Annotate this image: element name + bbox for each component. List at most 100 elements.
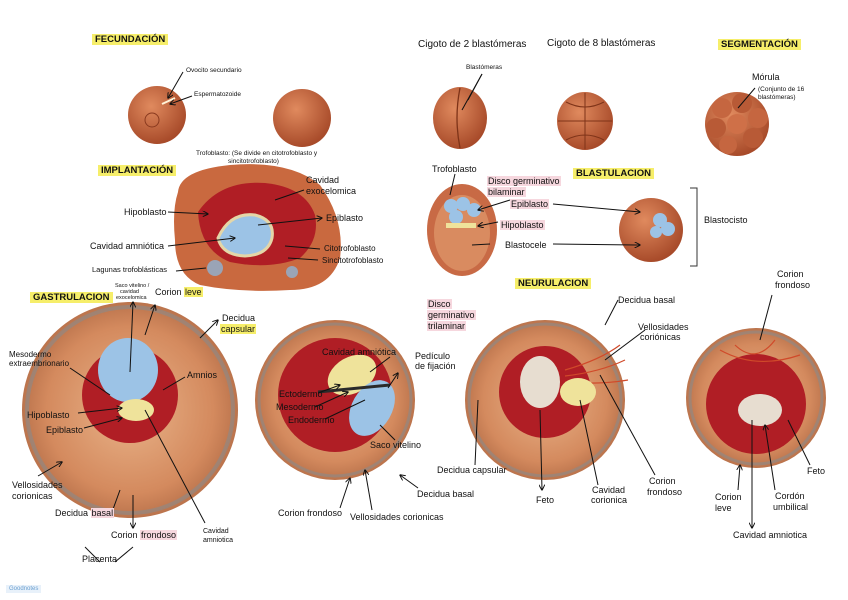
label-vellosidades-gast-2: corionicas bbox=[12, 491, 53, 501]
label-corion-frondoso-gast-1: Corion bbox=[111, 530, 138, 540]
label-disco-bilaminar-2: bilaminar bbox=[487, 187, 526, 197]
label-corion-leve-gast-1: Corion bbox=[155, 287, 182, 297]
label-decidua-basal-gast-2: basal bbox=[90, 508, 115, 518]
label-decidua-basal-neu: Decidua basal bbox=[618, 295, 676, 305]
label-cavidad-amn-tri: Cavidad amniótica bbox=[322, 347, 397, 357]
label-disco-bilaminar-1-text: Disco germinativo bbox=[487, 176, 561, 186]
label-decidua-basal-gast: Decidua basal bbox=[55, 508, 115, 518]
label-corion-frondoso-fin-2: frondoso bbox=[775, 280, 811, 290]
two-cell-zygote bbox=[433, 87, 487, 149]
gastrulation-disc bbox=[22, 302, 238, 518]
label-cavidad-amn-gast-2: amniotica bbox=[203, 537, 233, 544]
label-vellosidades-neu-1: Vellosidades bbox=[638, 322, 689, 332]
label-corion-frondoso-fin-1: Corion bbox=[777, 269, 804, 279]
fetal-disc bbox=[686, 328, 826, 468]
label-decidua-basal-gast-1: Decidua bbox=[55, 508, 89, 518]
label-trofoblasto-note-2: sincitotrofoblasto) bbox=[228, 158, 279, 165]
watermark: Goodnotes bbox=[6, 585, 42, 593]
label-morula: Mórula bbox=[752, 72, 780, 82]
label-disco-bilaminar-1: Disco germinativo bbox=[487, 176, 561, 186]
label-pedunculo-1: Pedículo bbox=[415, 351, 451, 361]
heading-cigoto-2: Cigoto de 2 blastómeras bbox=[418, 39, 527, 50]
label-sincitotrofoblasto: Sincitotrofoblasto bbox=[322, 256, 384, 265]
label-corion-leve-fin-1: Corion bbox=[715, 492, 742, 502]
label-amnios: Amnios bbox=[187, 370, 218, 380]
label-disco-tri-1: Disco bbox=[427, 299, 452, 309]
label-corion-frondoso-gast-2: frondoso bbox=[140, 530, 178, 540]
label-disco-tri-3: trilaminar bbox=[427, 321, 467, 331]
label-feto-fin: Feto bbox=[807, 466, 826, 476]
blastocyst-whole bbox=[619, 198, 683, 262]
label-ovocito: Ovocito secundario bbox=[186, 67, 242, 74]
label-blastomeras: Blastómeras bbox=[466, 64, 503, 71]
label-vellosidades-gast-1: Vellosidades bbox=[12, 480, 63, 490]
label-vellosidades-tri: Vellosidades corionicas bbox=[350, 512, 444, 522]
label-cordon-1: Cordón bbox=[775, 491, 805, 501]
label-decidua-capsular-2-text: capsular bbox=[220, 324, 257, 334]
label-cavidad-amniotica-fin: Cavidad amniotica bbox=[733, 530, 808, 540]
label-disco-tri-2: germinativo bbox=[427, 310, 476, 320]
label-corion-frondoso-neu-1: Corion bbox=[649, 476, 676, 486]
label-cavidad-exo-2: exocelomica bbox=[306, 186, 357, 196]
label-trofoblasto-blast: Trofoblasto bbox=[432, 164, 477, 174]
label-epiblasto-blast-text: Epiblasto bbox=[510, 199, 550, 209]
label-corion-leve-gast-2: leve bbox=[184, 287, 203, 297]
label-disco-tri-1-text: Disco bbox=[427, 299, 452, 309]
title-gastrulacion: GASTRULACION bbox=[30, 292, 113, 303]
label-corion-leve-fin-2: leve bbox=[715, 503, 732, 513]
ovocito-cell bbox=[128, 86, 186, 144]
blastocisto-bracket bbox=[690, 187, 698, 267]
label-decidua-capsular-2: capsular bbox=[220, 324, 257, 334]
label-disco-bilaminar-2-text: bilaminar bbox=[487, 187, 526, 197]
label-saco-vitelino: Saco vitelino bbox=[370, 440, 422, 450]
label-disco-tri-2-text: germinativo bbox=[427, 310, 476, 320]
label-saco-1: Saco vitelino / bbox=[115, 283, 150, 289]
label-cavidad-amn-gast-1: Cavidad bbox=[203, 528, 229, 535]
label-espermatozoide: Espermatozoide bbox=[194, 91, 241, 98]
label-corion-frondoso-gast: Corion frondoso bbox=[111, 530, 178, 540]
label-cavidad-amniotica-impl: Cavidad amniótica bbox=[90, 241, 165, 251]
label-decidua-capsular-neu: Decidua capsular bbox=[437, 465, 507, 475]
label-cordon-2: umbilical bbox=[773, 502, 809, 512]
title-fecundacion: FECUNDACIÓN bbox=[92, 34, 169, 45]
label-cavidad-corionica-2: corionica bbox=[591, 495, 628, 505]
label-blastocele: Blastocele bbox=[505, 240, 547, 250]
label-corion-leve-gast: Corion leve bbox=[155, 287, 203, 297]
label-trofoblasto-note-1: Trofoblasto: (Se divide en citotrofoblas… bbox=[196, 150, 318, 157]
label-corion-frondoso-neu-2: frondoso bbox=[647, 487, 683, 497]
heading-cigoto-8: Cigoto de 8 blastómeras bbox=[547, 38, 656, 49]
label-cavidad-exo-1: Cavidad bbox=[306, 175, 340, 185]
blastocyst-section bbox=[427, 184, 497, 276]
label-disco-tri-3-text: trilaminar bbox=[427, 321, 467, 331]
neurulation-disc bbox=[465, 320, 629, 480]
label-saco-2: cavidad bbox=[120, 289, 139, 295]
label-mesodermo-tri: Mesodermo bbox=[276, 402, 324, 412]
leader-lines bbox=[37, 71, 811, 563]
label-epiblasto-blast: Epiblasto bbox=[510, 199, 550, 209]
eight-cell-zygote bbox=[557, 92, 613, 150]
label-hipoblasto-impl: Hipoblasto bbox=[124, 207, 167, 217]
title-implantacion: IMPLANTACIÓN bbox=[98, 165, 177, 176]
label-mesodermo-2: extraembrionario bbox=[9, 359, 70, 368]
title-segmentacion: SEGMENTACIÓN bbox=[718, 39, 801, 50]
label-hipoblasto-gast: Hipoblasto bbox=[27, 410, 70, 420]
label-pedunculo-2: de fijación bbox=[415, 361, 456, 371]
label-endodermo: Endodermo bbox=[288, 415, 335, 425]
label-ectodermo: Ectodermo bbox=[279, 389, 323, 399]
morula-cell bbox=[705, 92, 769, 156]
label-cavidad-corionica-1: Cavidad bbox=[592, 485, 626, 495]
label-lagunas: Lagunas trofoblásticas bbox=[92, 265, 168, 274]
label-hipoblasto-blast-text: Hipoblasto bbox=[500, 220, 545, 230]
label-feto-neu: Feto bbox=[536, 495, 555, 505]
label-hipoblasto-blast: Hipoblasto bbox=[500, 220, 545, 230]
label-epiblasto-impl: Epiblasto bbox=[326, 213, 364, 223]
label-citotrofoblasto: Citotrofoblasto bbox=[324, 244, 376, 253]
label-saco-3: exocelomica bbox=[116, 295, 147, 301]
label-blastocisto: Blastocisto bbox=[704, 215, 748, 225]
label-placenta: Placenta bbox=[82, 554, 118, 564]
zygote-cell bbox=[273, 89, 331, 147]
label-morula-note-2: blastómeras) bbox=[758, 94, 796, 101]
title-neurulacion: NEURULACION bbox=[515, 278, 592, 289]
